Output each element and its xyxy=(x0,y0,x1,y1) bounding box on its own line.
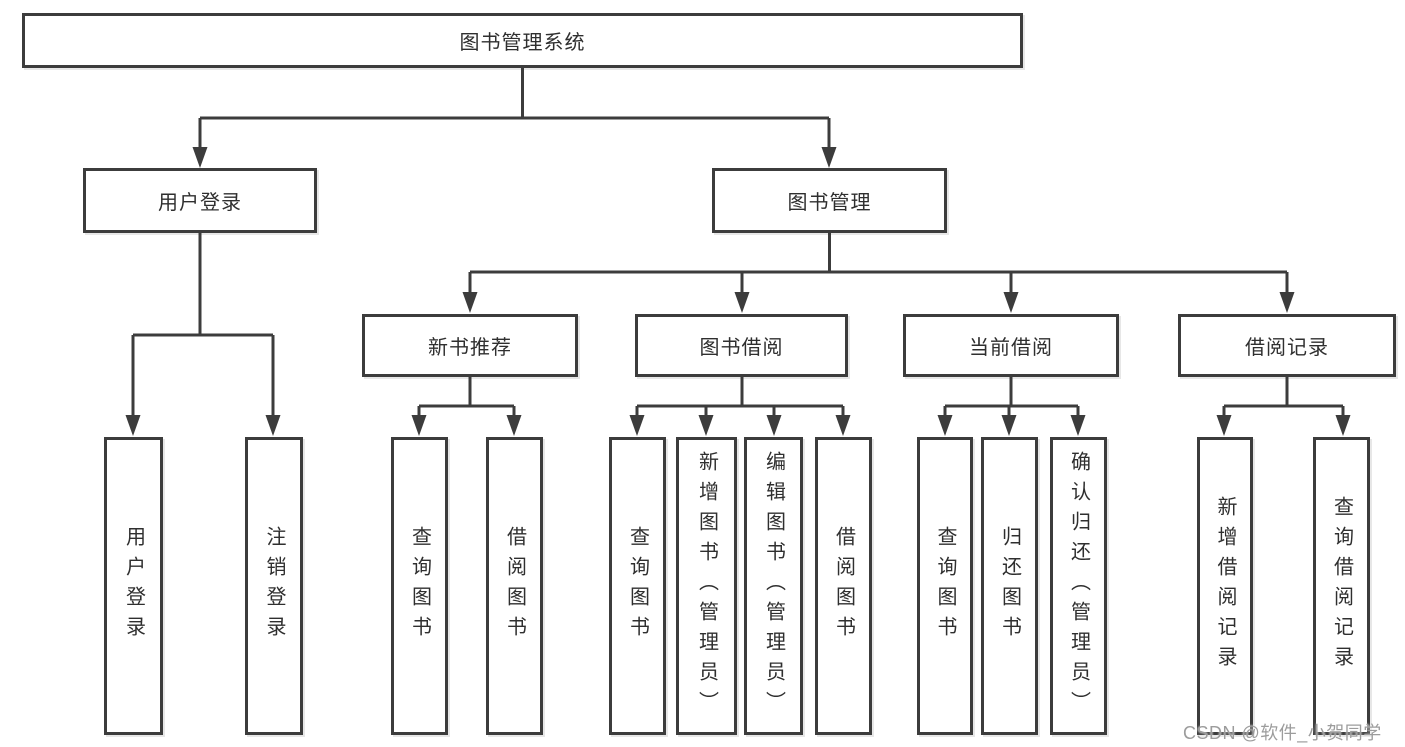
leaf-borrow-books: 借阅图书 xyxy=(815,437,872,735)
connector-book-mgmt xyxy=(468,231,1289,294)
node-label: 借阅图书 xyxy=(832,526,855,646)
csdn-watermark: CSDN @软件_小贺同学 xyxy=(1183,723,1382,743)
node-current-borrowing: 当前借阅 xyxy=(903,314,1119,377)
leaf-query-borrow-record: 查询借阅记录 xyxy=(1313,437,1370,735)
leaf-user-login: 用户登录 xyxy=(104,437,163,735)
node-label: 查询图书 xyxy=(626,526,649,646)
node-label: 新增图书（管理员） xyxy=(695,451,718,721)
node-user-login-branch: 用户登录 xyxy=(83,168,317,233)
node-library-management-system: 图书管理系统 xyxy=(22,13,1023,68)
node-borrowing-records: 借阅记录 xyxy=(1178,314,1396,377)
node-label: 图书借阅 xyxy=(699,337,784,359)
leaf-query-books-recommend: 查询图书 xyxy=(391,437,448,735)
node-label: 用户登录 xyxy=(122,526,145,646)
connector-user-login xyxy=(131,231,275,418)
leaf-add-books-admin: 新增图书（管理员） xyxy=(676,437,737,735)
node-label: 注销登录 xyxy=(263,526,285,646)
node-book-borrowing: 图书借阅 xyxy=(635,314,848,377)
leaf-query-books-borrow: 查询图书 xyxy=(609,437,666,735)
node-label: 借阅记录 xyxy=(1245,337,1329,359)
node-label: 查询图书 xyxy=(408,526,431,646)
leaf-logout: 注销登录 xyxy=(245,437,303,735)
node-label: 借阅图书 xyxy=(503,526,526,646)
node-label: 用户登录 xyxy=(158,192,242,214)
node-label: 确认归还（管理员） xyxy=(1067,451,1090,721)
node-label: 查询借阅记录 xyxy=(1330,496,1353,676)
connector-root xyxy=(198,66,831,150)
leaf-return-books: 归还图书 xyxy=(981,437,1038,735)
leaf-query-books-current: 查询图书 xyxy=(917,437,973,735)
connector-current xyxy=(943,375,1080,418)
leaf-add-borrow-record: 新增借阅记录 xyxy=(1197,437,1253,735)
node-label: 当前借阅 xyxy=(969,337,1053,359)
node-label: 图书管理系统 xyxy=(459,32,586,54)
leaf-borrow-books-recommend: 借阅图书 xyxy=(486,437,543,735)
leaf-confirm-return-admin: 确认归还（管理员） xyxy=(1050,437,1107,735)
node-book-management: 图书管理 xyxy=(712,168,947,233)
connector-borrow xyxy=(635,375,845,418)
node-label: 新书推荐 xyxy=(428,337,512,359)
node-new-book-recommendation: 新书推荐 xyxy=(362,314,578,377)
connector-records xyxy=(1222,375,1345,418)
arrowheads xyxy=(125,147,1351,436)
node-label: 编辑图书（管理员） xyxy=(762,451,785,721)
leaf-edit-books-admin: 编辑图书（管理员） xyxy=(744,437,803,735)
node-label: 查询图书 xyxy=(934,526,956,646)
node-label: 新增借阅记录 xyxy=(1214,496,1236,676)
connector-new-books xyxy=(417,375,516,418)
node-label: 图书管理 xyxy=(787,192,872,214)
node-label: 归还图书 xyxy=(998,526,1021,646)
